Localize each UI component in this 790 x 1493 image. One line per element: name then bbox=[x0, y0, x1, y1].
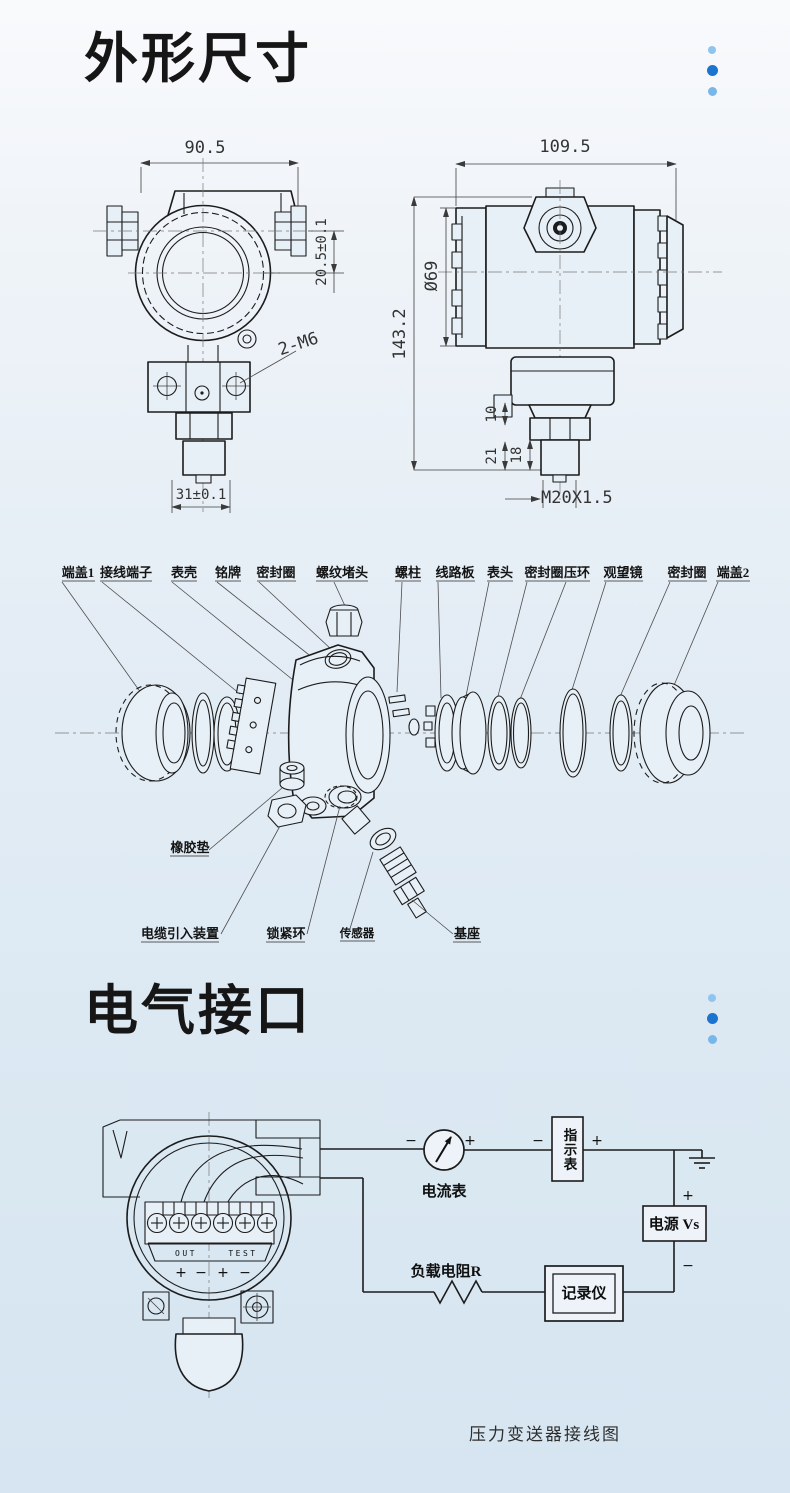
terminal-test-label: TEST bbox=[228, 1249, 257, 1258]
part-label-meter-head: 表头 bbox=[486, 565, 513, 580]
part-label-seal-ring-2: 密封圈 bbox=[523, 565, 563, 580]
dim-front-bottom-width: 31±0.1 bbox=[176, 487, 227, 503]
part-label-seal-ring-1: 密封圈 bbox=[255, 565, 295, 580]
terminal-sign-plus-1: + bbox=[175, 1265, 187, 1281]
decor-dot bbox=[708, 994, 716, 1002]
indicator-minus-sign: − bbox=[532, 1133, 544, 1149]
part-label-housing: 表壳 bbox=[170, 565, 197, 580]
part-label-lock-ring: 锁紧环 bbox=[266, 926, 305, 941]
dim-front-screw-spec: 2-M6 bbox=[276, 328, 321, 360]
part-label-stud: 螺柱 bbox=[395, 565, 421, 580]
decor-dot bbox=[706, 1013, 718, 1024]
part-label-threaded-plug: 螺纹堵头 bbox=[316, 565, 368, 580]
part-label-seal-ring-3: 密封圈 bbox=[666, 565, 706, 580]
ground-symbol bbox=[689, 1150, 715, 1169]
part-label-press-ring: 压环 bbox=[564, 565, 590, 580]
decor-dot bbox=[706, 65, 718, 76]
power-plus-sign: + bbox=[682, 1188, 694, 1204]
wiring-diagram-drawing: OUT TEST + − + − − + 电流表 − bbox=[102, 1112, 715, 1398]
part-label-sight-glass: 观望镜 bbox=[603, 565, 642, 580]
wiring-caption: 压力变送器接线图 bbox=[469, 1425, 621, 1444]
recorder-label: 记录仪 bbox=[561, 1285, 607, 1302]
terminal-screws bbox=[146, 1212, 278, 1234]
ammeter-plus-sign: + bbox=[464, 1133, 476, 1149]
dim-front-side-offset: 20.5±0.1 bbox=[314, 218, 330, 285]
part-label-nameplate: 铭牌 bbox=[215, 565, 241, 580]
part-label-terminal-block: 接线端子 bbox=[100, 565, 152, 580]
load-resistor-symbol bbox=[433, 1279, 483, 1305]
decor-dot bbox=[707, 1035, 717, 1044]
load-resistor-label: 负载电阻R bbox=[411, 1262, 482, 1280]
front-view-drawing: 90.5 bbox=[93, 138, 344, 513]
indicator-plus-sign: + bbox=[591, 1133, 603, 1149]
part-label-end-cap-2: 端盖2 bbox=[717, 565, 750, 580]
dim-side-hex-height: 10 bbox=[484, 406, 500, 423]
side-view-drawing: 109.5 bbox=[390, 137, 722, 508]
power-minus-sign: − bbox=[682, 1258, 694, 1274]
decor-dots bbox=[705, 994, 719, 1055]
part-label-circuit-board: 线路板 bbox=[435, 565, 475, 580]
dim-front-top-width: 90.5 bbox=[185, 138, 226, 158]
decor-dot bbox=[707, 87, 717, 96]
decor-dot bbox=[708, 46, 716, 54]
part-label-base: 基座 bbox=[453, 926, 480, 941]
terminal-sign-minus-1: − bbox=[195, 1265, 207, 1281]
ammeter-label: 电流表 bbox=[421, 1182, 467, 1200]
dim-side-total-height: 143.2 bbox=[390, 308, 410, 359]
dim-side-lower-height: 21 bbox=[484, 448, 500, 465]
dim-side-top-width: 109.5 bbox=[539, 137, 590, 157]
terminal-out-label: OUT bbox=[175, 1249, 197, 1258]
section-title-dimensions: 外形尺寸 bbox=[84, 29, 312, 89]
exploded-view-drawing: 端盖1 接线端子 表壳 铭牌 密封圈 螺纹堵头 螺柱 线路板 表头 密封圈 压环… bbox=[55, 565, 750, 943]
dim-side-diameter: Ø69 bbox=[422, 261, 442, 292]
part-label-rubber-pad: 橡胶垫 bbox=[170, 840, 209, 855]
decor-dots bbox=[705, 46, 719, 107]
terminal-sign-minus-2: − bbox=[239, 1265, 251, 1281]
power-supply-label: 电源 Vs bbox=[649, 1215, 700, 1233]
part-label-sensor: 传感器 bbox=[339, 926, 375, 940]
ammeter-minus-sign: − bbox=[405, 1133, 417, 1149]
part-label-cable-gland: 电缆引入装置 bbox=[141, 926, 219, 941]
part-label-end-cap-1: 端盖1 bbox=[62, 565, 95, 580]
section-title-electrical: 电气接口 bbox=[84, 981, 312, 1041]
dim-side-thread-spec: M20X1.5 bbox=[541, 488, 613, 508]
indicator-box-label: 指示表 bbox=[561, 1128, 577, 1172]
terminal-sign-plus-2: + bbox=[217, 1265, 229, 1281]
dim-side-cyl-height: 18 bbox=[509, 447, 525, 464]
